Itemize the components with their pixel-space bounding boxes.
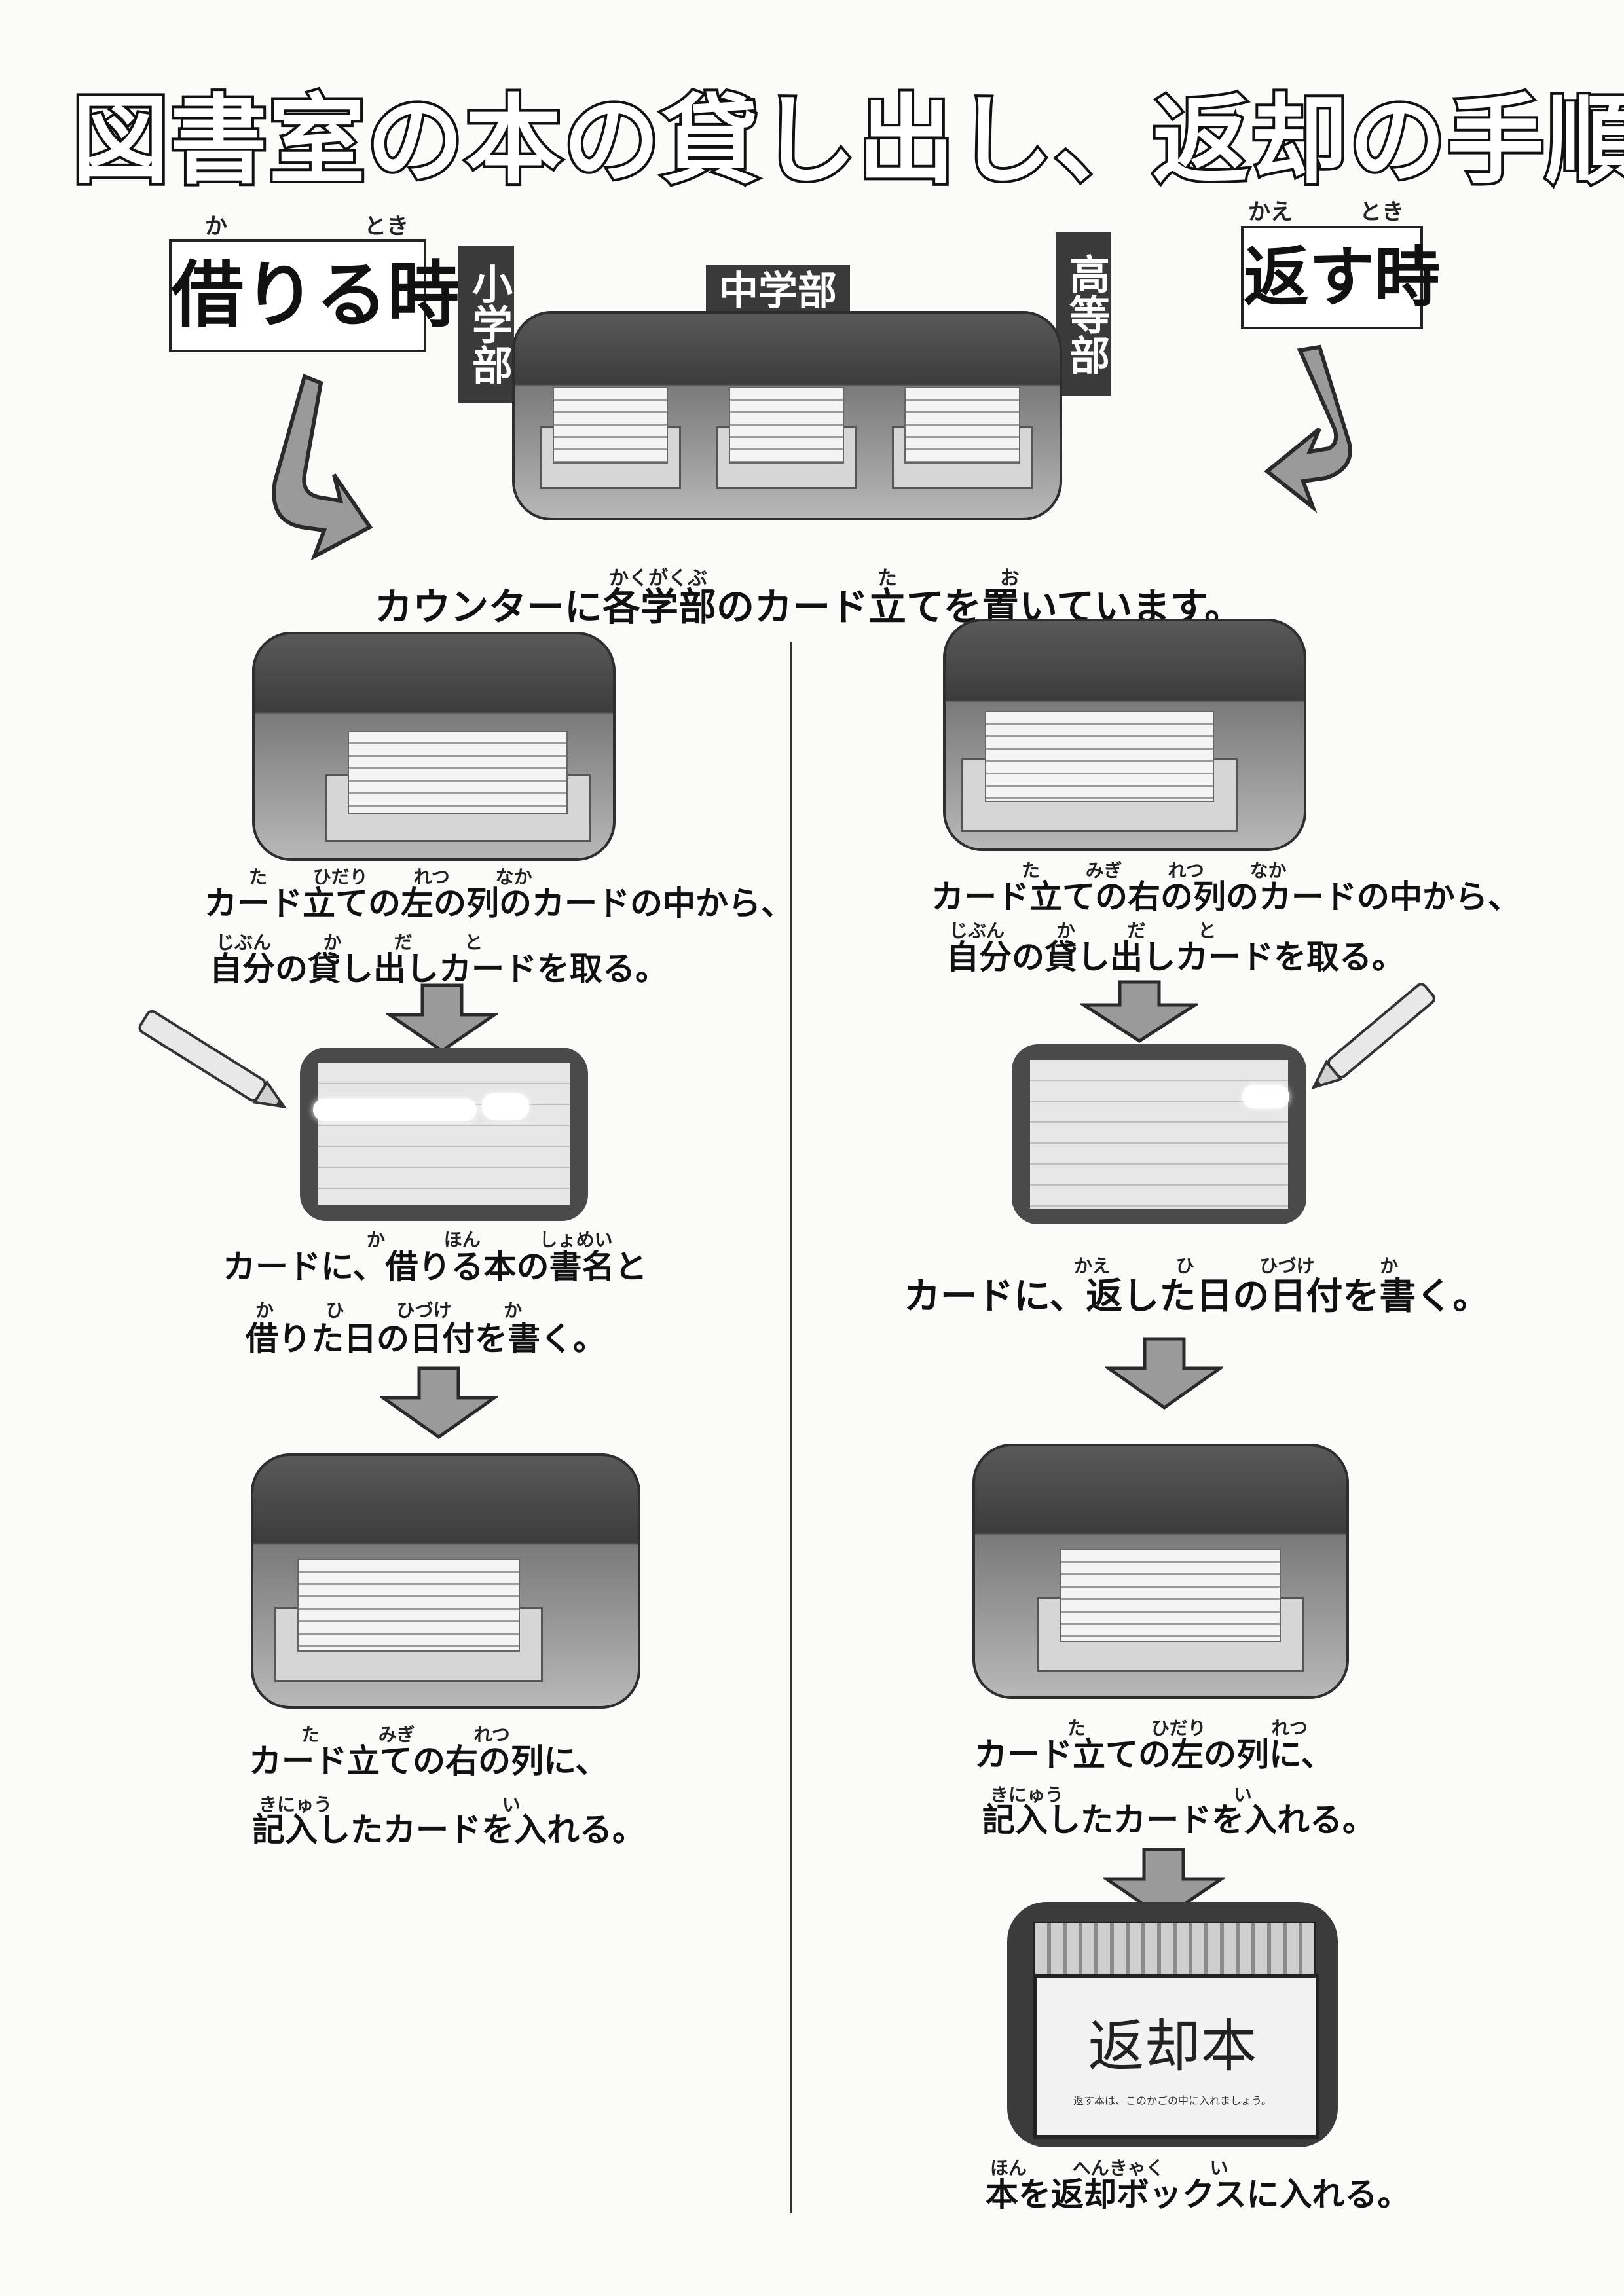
left-step2-line1: カードに、借りる本の書名と bbox=[223, 1248, 648, 1286]
left-step2-line2: 借りた日の日付を書く。 bbox=[246, 1320, 606, 1358]
right-step1-ruby: た みぎ れつ なか bbox=[1022, 860, 1287, 881]
left-step3-ruby: た みぎ れつ bbox=[301, 1724, 510, 1745]
return-box-photo: 返却本 返す本は、このかごの中に入れましょう。 bbox=[1007, 1902, 1338, 2147]
right-step2-ruby: かえ ひ ひづけ か bbox=[1074, 1255, 1399, 1277]
counter-ruby-3: お bbox=[1000, 567, 1020, 590]
borrow-ruby-ka: か bbox=[205, 213, 227, 240]
left-step1-photo bbox=[252, 632, 616, 861]
right-step3-ruby2: きにゅう い bbox=[990, 1784, 1252, 1806]
borrow-heading: 借りる時 bbox=[169, 239, 460, 352]
left-step1-ruby2: じぶん か だ と bbox=[216, 932, 483, 953]
division-junior-label: 中学部 bbox=[706, 265, 850, 318]
right-step2-line1: カードに、返した日の日付を書く。 bbox=[904, 1275, 1490, 1318]
return-box-sign-sub: 返す本は、このかごの中に入れましょう。 bbox=[1073, 2094, 1272, 2107]
right-return-card-photo bbox=[1012, 1044, 1306, 1224]
left-step3-photo bbox=[251, 1453, 640, 1709]
left-borrow-card-photo bbox=[300, 1048, 588, 1221]
left-step2-ruby: か ほん しょめい bbox=[367, 1229, 613, 1250]
right-step1-ruby2: じぶん か だ と bbox=[950, 920, 1217, 941]
return-arrow-icon bbox=[1264, 344, 1352, 513]
right-arrow-down-1-icon bbox=[1080, 980, 1198, 1043]
right-step3-ruby: た ひだり れつ bbox=[1067, 1717, 1308, 1739]
left-step1-ruby: た ひだり れつ なか bbox=[249, 866, 532, 888]
right-step4-line1: 本を返却ボックスに入れる。 bbox=[986, 2176, 1411, 2214]
left-step1-line2: 自分の貸し出しカードを取る。 bbox=[210, 950, 668, 988]
pencil-icon bbox=[138, 1010, 287, 1109]
return-heading: 返す時 bbox=[1241, 226, 1440, 329]
left-step3-line2: 記入したカードを入れる。 bbox=[252, 1811, 645, 1849]
left-step3-ruby2: きにゅう い bbox=[259, 1794, 521, 1815]
return-ruby-toki: とき bbox=[1359, 199, 1404, 225]
return-box-sign: 返却本 bbox=[1088, 2014, 1257, 2079]
right-step1-line2: 自分の貸し出しカードを取る。 bbox=[946, 938, 1405, 976]
right-step3-line1: カード立ての左の列に、 bbox=[974, 1736, 1334, 1774]
card-stands-photo bbox=[512, 311, 1062, 520]
borrow-arrow-icon bbox=[272, 373, 373, 560]
right-arrow-down-2-icon bbox=[1105, 1337, 1223, 1410]
division-elementary-label: 小学部 bbox=[458, 246, 514, 403]
division-senior-label: 高等部 bbox=[1056, 232, 1111, 396]
right-step3-line2: 記入したカードを入れる。 bbox=[982, 1801, 1375, 1839]
borrow-ruby-toki: とき bbox=[364, 213, 409, 240]
pencil-icon bbox=[1311, 983, 1435, 1090]
counter-ruby-2: た bbox=[877, 567, 897, 590]
left-step2-ruby2: か ひ ひづけ か bbox=[255, 1300, 523, 1321]
right-step4-ruby: ほん へんきゃく い bbox=[990, 2157, 1228, 2179]
left-arrow-down-2-icon bbox=[380, 1366, 498, 1440]
right-step1-photo bbox=[943, 619, 1306, 851]
left-step1-line1: カード立ての左の列のカードの中から、 bbox=[204, 884, 794, 922]
return-ruby-kae: かえ bbox=[1248, 199, 1293, 225]
right-step1-line1: カード立ての右の列のカードの中から、 bbox=[931, 878, 1521, 916]
column-divider bbox=[790, 642, 792, 2213]
counter-ruby-1: かくがくぶ bbox=[609, 567, 707, 590]
left-arrow-down-1-icon bbox=[386, 983, 498, 1053]
right-arrow-down-3-icon bbox=[1103, 1848, 1225, 1921]
left-step3-line1: カード立ての右の列に、 bbox=[249, 1742, 608, 1780]
page-title: 図書室の本の貸し出し、返却の手順 bbox=[69, 82, 1624, 199]
right-step3-photo bbox=[972, 1444, 1349, 1699]
